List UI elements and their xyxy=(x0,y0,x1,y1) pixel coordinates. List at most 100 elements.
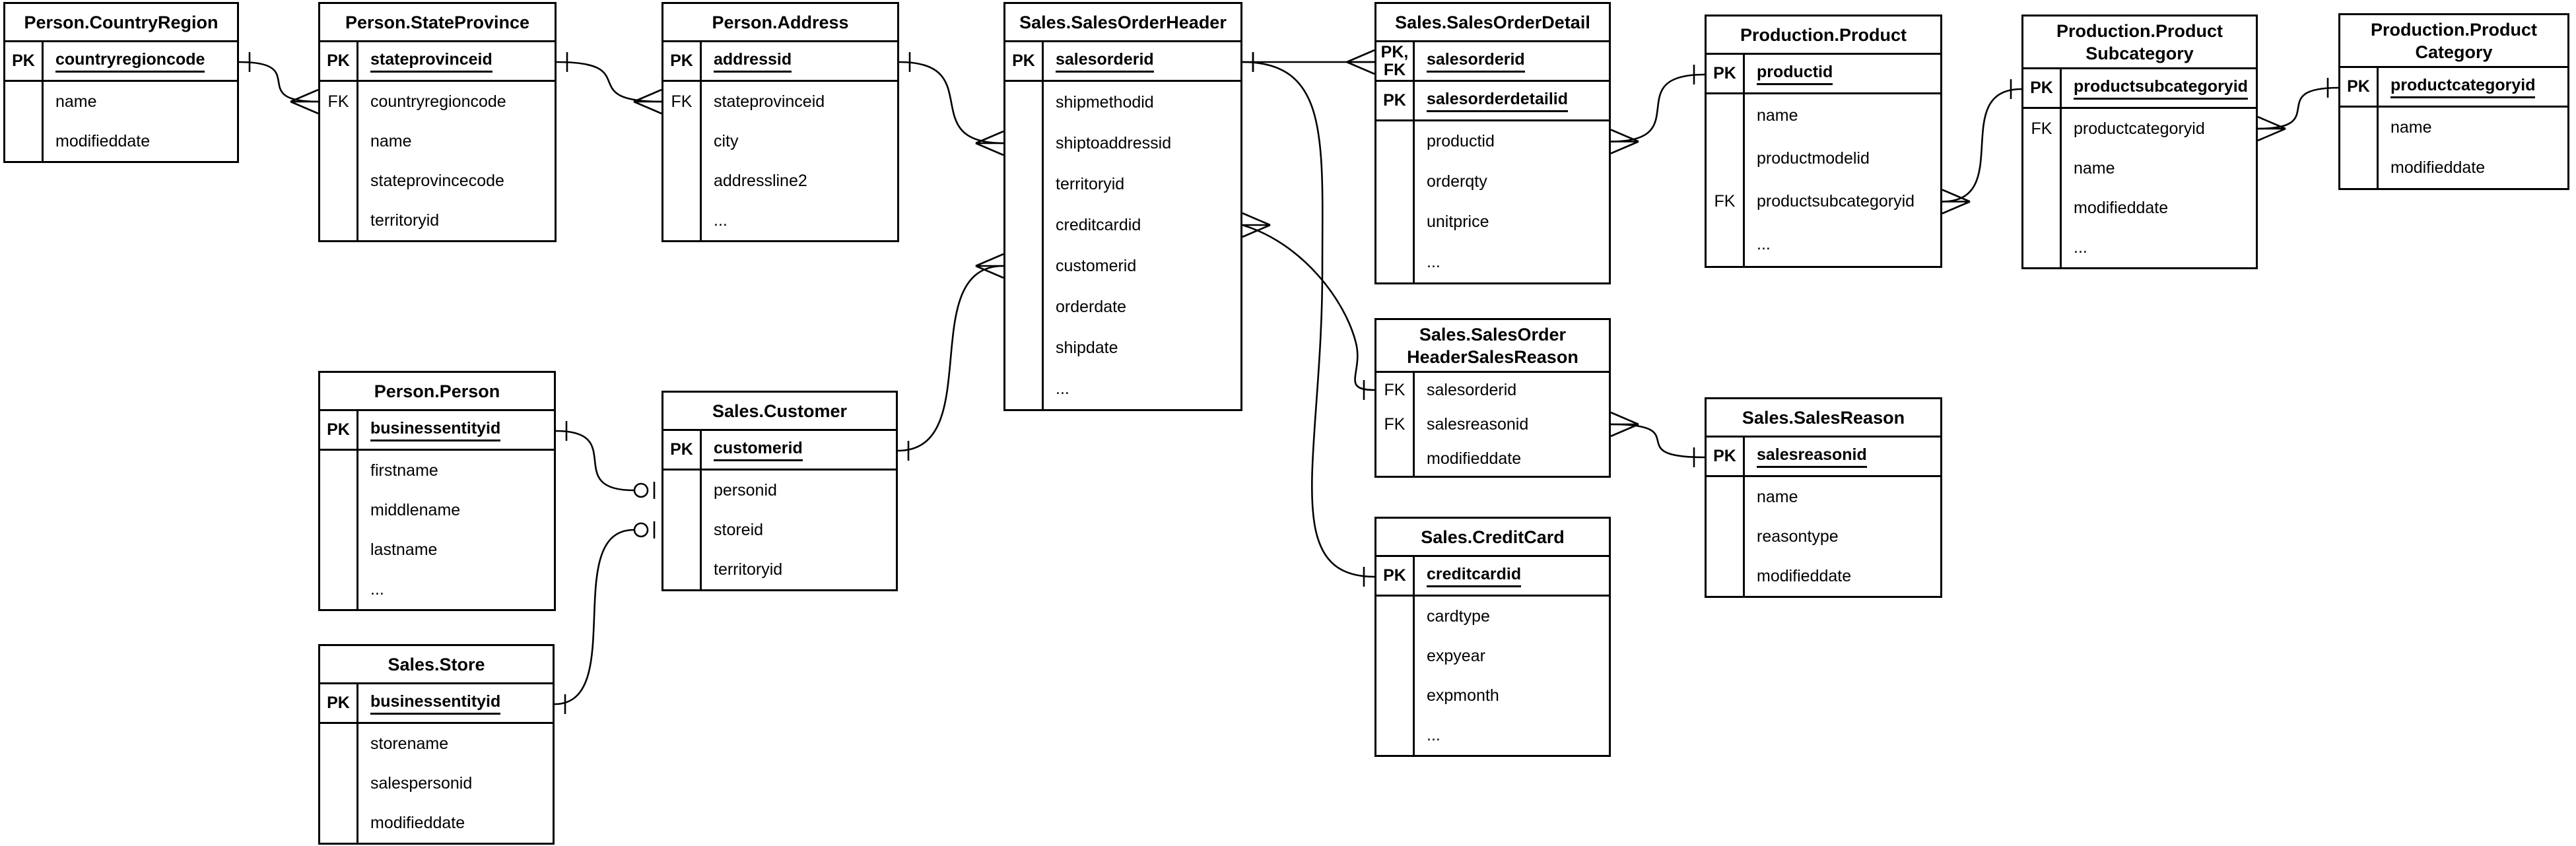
field-row-modifieddate: modifieddate xyxy=(5,121,237,161)
field-row-modifieddate: modifieddate xyxy=(1707,556,1940,596)
field-name: ... xyxy=(1757,235,1771,253)
key-label xyxy=(663,510,702,550)
relationship-salesorderdetail-product[interactable] xyxy=(1610,73,1705,143)
key-label xyxy=(1376,121,1415,162)
table-title: Sales.CreditCard xyxy=(1376,519,1609,557)
key-label xyxy=(1376,676,1415,715)
relationship-salesorderheader-creditcard[interactable] xyxy=(1242,61,1375,578)
table-title: Sales.SalesOrderDetail xyxy=(1376,4,1609,42)
key-label xyxy=(1707,517,1745,556)
field-row-city: city xyxy=(663,121,897,161)
cardinality-many-crowfoot-address-salesorderheader-to xyxy=(975,130,1004,156)
key-label xyxy=(320,724,358,764)
key-label xyxy=(1707,223,1745,266)
field-row-modifieddate: modifieddate xyxy=(1376,441,1609,476)
primary-key-field-name: customerid xyxy=(714,439,803,461)
field-row-stateprovincecode: stateprovincecode xyxy=(320,161,555,201)
table-title: Person.StateProvince xyxy=(320,4,555,42)
key-label xyxy=(1376,242,1415,282)
field-name: city xyxy=(714,131,739,150)
table-title: Sales.Customer xyxy=(663,393,896,431)
key-label: FK xyxy=(320,82,358,121)
field-row-salespersonid: salespersonid xyxy=(320,764,553,803)
field-row-...: ... xyxy=(1005,368,1240,409)
field-name: orderqty xyxy=(1427,172,1487,191)
key-label xyxy=(1005,245,1044,286)
table-title: Person.Address xyxy=(663,4,897,42)
primary-key-field-name: productid xyxy=(1757,63,1833,85)
field-name: reasontype xyxy=(1757,527,1839,546)
relationship-person-customer[interactable] xyxy=(555,430,634,492)
field-name: modifieddate xyxy=(1427,449,1522,468)
relationship-salesorderheader-salesreasonjunction[interactable] xyxy=(1242,224,1375,391)
relationship-stateprovince-address[interactable] xyxy=(556,61,662,103)
field-name: productcategoryid xyxy=(2074,119,2205,138)
key-label xyxy=(2023,228,2062,267)
field-name: storeid xyxy=(714,520,764,539)
key-label xyxy=(320,530,358,569)
table-title: Person.Person xyxy=(320,373,554,411)
key-label xyxy=(1376,597,1415,636)
key-label xyxy=(663,121,702,161)
key-label xyxy=(1376,441,1415,476)
field-row-name: name xyxy=(1707,94,1940,137)
field-row-...: ... xyxy=(663,201,897,240)
key-label xyxy=(320,451,358,490)
key-label: PK xyxy=(663,42,702,80)
key-label xyxy=(5,121,44,161)
key-label xyxy=(320,490,358,530)
primary-key-field-name: productcategoryid xyxy=(2390,76,2536,98)
field-row-shipmethodid: shipmethodid xyxy=(1005,82,1240,123)
cardinality-many-crowfoot-salesorderdetail-product-from xyxy=(1610,129,1639,154)
field-name: salesreasonid xyxy=(1427,414,1529,434)
key-label: FK xyxy=(2023,109,2062,148)
key-label xyxy=(5,82,44,121)
key-label: PK, FK xyxy=(1376,42,1415,80)
field-name: stateprovinceid xyxy=(714,92,825,111)
field-name: territoryid xyxy=(714,560,783,579)
field-name: unitprice xyxy=(1427,212,1489,231)
relationship-store-customer[interactable] xyxy=(554,529,634,705)
relationship-salesreasonjunction-salesreason[interactable] xyxy=(1610,423,1705,459)
field-row-personid: personid xyxy=(663,471,896,510)
field-name: name xyxy=(1757,487,1798,506)
field-row-unitprice: unitprice xyxy=(1376,202,1609,242)
field-name: productmodelid xyxy=(1757,149,1870,168)
field-name: creditcardid xyxy=(1056,215,1141,234)
cardinality-many-crowfoot-countryregion-stateprovince-to xyxy=(290,88,319,115)
field-row-modifieddate: modifieddate xyxy=(320,803,553,843)
field-row-...: ... xyxy=(1707,223,1940,266)
field-row-storeid: storeid xyxy=(663,510,896,550)
key-label xyxy=(663,201,702,240)
field-name: orderdate xyxy=(1056,297,1127,316)
relationship-address-salesorderheader[interactable] xyxy=(898,61,1004,145)
field-row-name: name xyxy=(5,82,237,121)
table-title: Sales.SalesOrder HeaderSalesReason xyxy=(1376,320,1609,373)
key-label: PK xyxy=(320,411,358,449)
key-label: PK xyxy=(1376,82,1415,119)
relationship-product-productsubcategory[interactable] xyxy=(1942,88,2022,203)
relationship-customer-salesorderheader[interactable] xyxy=(897,265,1004,452)
